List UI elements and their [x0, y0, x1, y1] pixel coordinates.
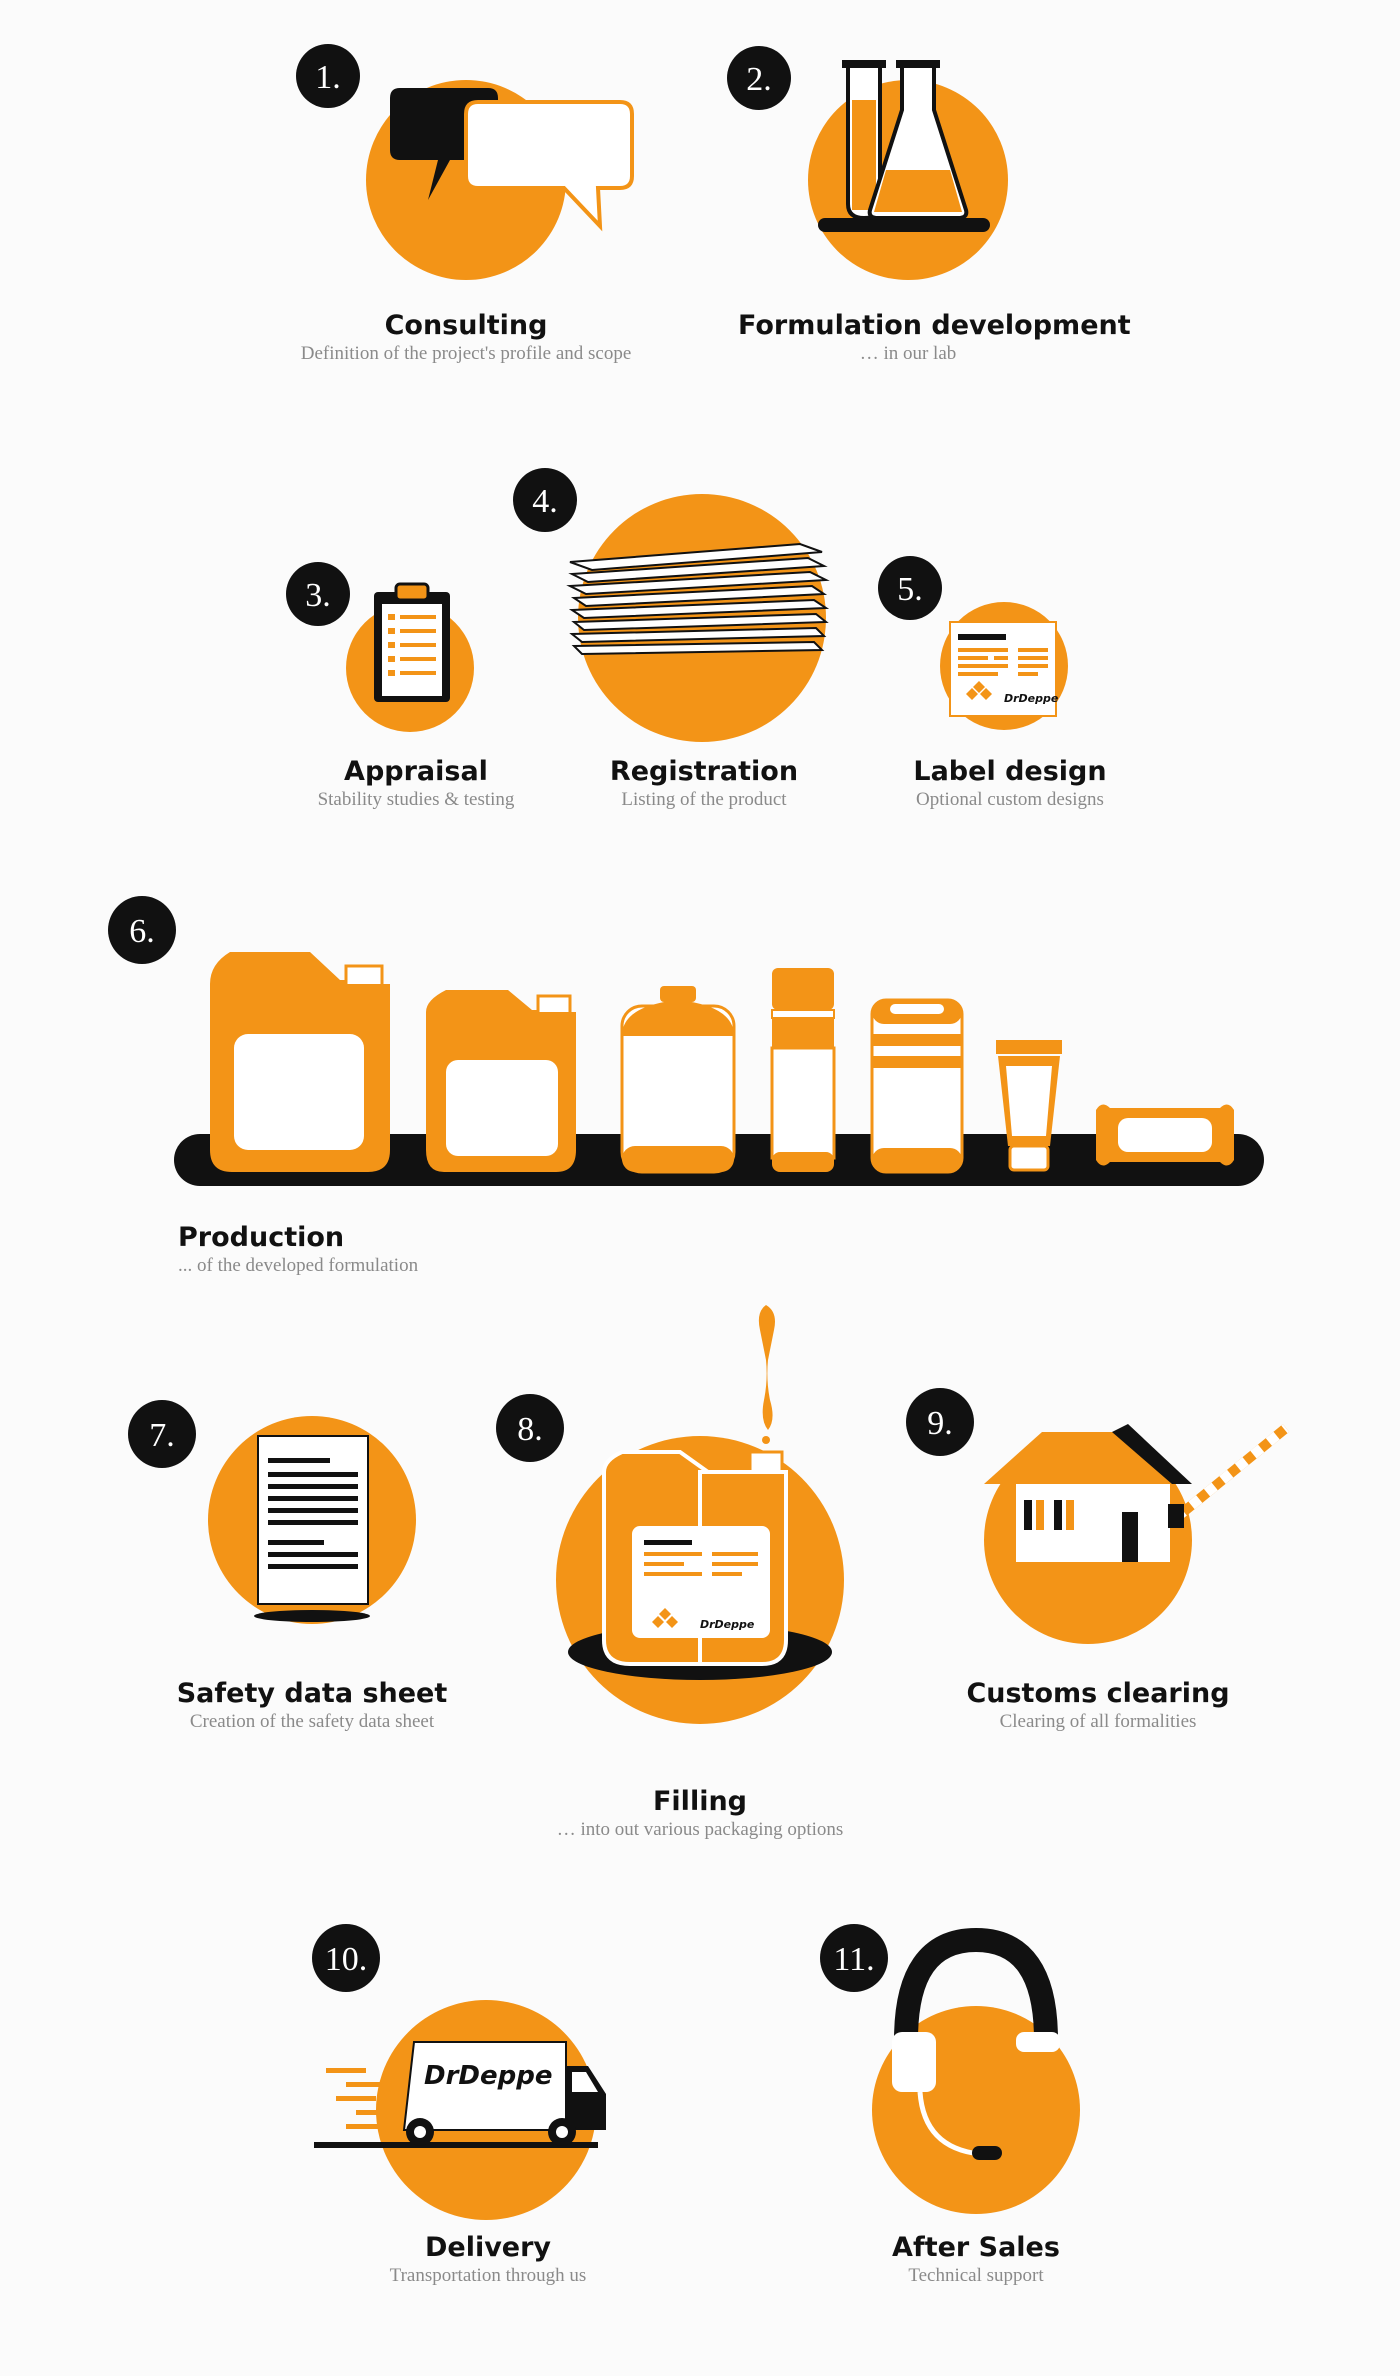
step-8-number: 8.	[517, 1411, 543, 1448]
step-6-number: 6.	[129, 913, 155, 950]
step-2-number: 2.	[746, 61, 772, 98]
step-5-caption: Label design Optional custom designs	[860, 756, 1160, 812]
paper-stack-icon	[566, 542, 830, 656]
step-10-caption: Delivery Transportation through us	[338, 2232, 638, 2288]
step-3-subtitle: Stability studies & testing	[317, 789, 515, 810]
speech-bubbles-icon	[390, 88, 634, 232]
production-line-icon	[174, 952, 1264, 1186]
step-11-illustration: 11.	[820, 1924, 1080, 2214]
step-9-caption: Customs clearing Clearing of all formali…	[938, 1678, 1258, 1734]
step-8-caption: Filling … into out various packaging opt…	[520, 1786, 880, 1842]
flat-pack	[1096, 1104, 1234, 1166]
step-1-subtitle: Definition of the project's profile and …	[300, 343, 632, 364]
jar	[870, 998, 964, 1174]
customs-house-icon	[984, 1424, 1290, 1562]
barrier-gate	[1168, 1424, 1290, 1528]
step-8-title: Filling	[652, 1786, 747, 1817]
step-4-number: 4.	[532, 483, 558, 520]
label-brand-logo: DrDeppe	[1004, 692, 1059, 705]
step-4-illustration: 4.	[513, 468, 830, 742]
medium-canister	[426, 990, 576, 1172]
step-7-number: 7.	[149, 1417, 175, 1454]
tube	[996, 1040, 1062, 1172]
clipboard-checklist-icon	[374, 582, 450, 702]
step-7-illustration: 7.	[128, 1400, 416, 1624]
step-3-caption: Appraisal Stability studies & testing	[266, 756, 566, 812]
step-5-subtitle: Optional custom designs	[916, 789, 1104, 810]
step-3-number: 3.	[305, 577, 331, 614]
bottle	[770, 968, 836, 1172]
step-1-number: 1.	[315, 59, 341, 96]
step-9-illustration: 9.	[906, 1388, 1290, 1644]
step-2-caption: Formulation development … in our lab	[738, 310, 1131, 366]
step-4-number-badge	[513, 468, 577, 532]
step-10-subtitle: Transportation through us	[389, 2265, 587, 2286]
step-6-number-badge	[108, 896, 176, 964]
step-7-title: Safety data sheet	[176, 1678, 448, 1709]
step-9-subtitle: Clearing of all formalities	[999, 1711, 1197, 1732]
document-sheet-icon	[254, 1435, 370, 1622]
big-canister	[210, 952, 390, 1172]
step-1-caption: Consulting Definition of the project's p…	[296, 310, 636, 366]
step-3-number-badge	[286, 562, 350, 626]
step-11-caption: After Sales Technical support	[826, 2232, 1126, 2288]
step-7-caption: Safety data sheet Creation of the safety…	[152, 1678, 472, 1734]
truck-brand-logo: DrDeppe	[424, 2061, 552, 2091]
step-9-title: Customs clearing	[966, 1678, 1230, 1709]
label-card-icon: DrDeppe	[949, 621, 1059, 717]
canister-brand-logo: DrDeppe	[700, 1618, 755, 1631]
step-4-title: Registration	[609, 756, 799, 787]
step-2-illustration: 2.	[727, 46, 1008, 280]
step-11-title: After Sales	[892, 2232, 1060, 2263]
step-8-subtitle: … into out various packaging options	[556, 1819, 844, 1840]
step-3-illustration: 3.	[286, 562, 474, 732]
step-4-caption: Registration Listing of the product	[554, 756, 854, 812]
step-11-number: 11.	[833, 1941, 874, 1978]
step-5-number: 5.	[897, 571, 923, 608]
step-2-number-badge	[727, 46, 791, 110]
headset-icon	[892, 1927, 1060, 2160]
drum	[620, 986, 736, 1174]
delivery-truck-icon: DrDeppe	[314, 2041, 606, 2148]
step-9-number: 9.	[927, 1405, 953, 1442]
step-5-title: Label design	[913, 756, 1107, 787]
step-2-title: Formulation development	[738, 310, 1131, 341]
step-4-subtitle: Listing of the product	[621, 789, 787, 810]
step-3-title: Appraisal	[344, 756, 488, 787]
step-6-illustration: 6.	[108, 896, 1264, 1186]
step-9-number-badge	[906, 1388, 974, 1456]
step-6-subtitle: ... of the developed formulation	[178, 1255, 419, 1276]
step-11-number-badge	[820, 1924, 888, 1992]
step-1-illustration: 1.	[296, 44, 634, 280]
canister-filling-icon: DrDeppe	[568, 1305, 832, 1680]
step-8-number-badge	[496, 1394, 564, 1462]
step-6-title: Production	[178, 1222, 345, 1253]
step-5-number-badge	[878, 556, 942, 620]
step-1-number-badge	[296, 44, 360, 108]
step-10-number-badge	[312, 1924, 380, 1992]
step-10-number: 10.	[325, 1941, 368, 1978]
step-11-subtitle: Technical support	[908, 2265, 1044, 2286]
step-5-illustration: DrDeppe 5.	[878, 556, 1068, 730]
step-7-subtitle: Creation of the safety data sheet	[189, 1711, 435, 1732]
step-7-number-badge	[128, 1400, 196, 1468]
step-1-title: Consulting	[384, 310, 548, 341]
step-6-caption: Production ... of the developed formulat…	[178, 1222, 578, 1278]
step-8-illustration: DrDeppe 8.	[496, 1305, 844, 1724]
step-10-title: Delivery	[424, 2232, 552, 2263]
lab-flasks-icon	[818, 60, 990, 232]
step-2-subtitle: … in our lab	[859, 343, 957, 364]
step-10-illustration: DrDeppe 10.	[312, 1924, 606, 2220]
